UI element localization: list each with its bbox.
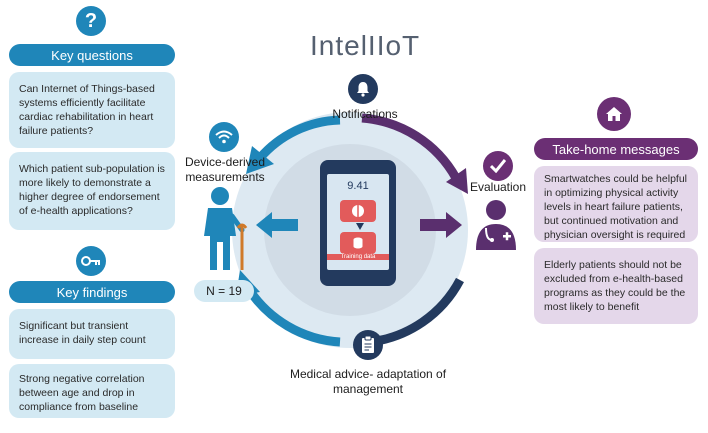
bell-icon [348, 74, 378, 104]
key-icon [76, 246, 106, 276]
notifications-label: Notifications [332, 107, 398, 121]
clipboard-icon [353, 330, 383, 360]
database-icon [340, 232, 376, 254]
phone-transfer-arrow [356, 223, 364, 230]
doctor-icon [476, 200, 516, 250]
take-home-header: Take-home messages [534, 138, 698, 160]
phone-value: 9.41 [347, 180, 369, 192]
checkmark-icon [483, 151, 513, 181]
take-home-message-1: Smartwatches could be helpful in optimiz… [534, 166, 698, 242]
key-question-2: Which patient sub-population is more lik… [9, 152, 175, 230]
key-question-1: Can Internet of Things-based systems eff… [9, 72, 175, 148]
key-findings-header: Key findings [9, 281, 175, 303]
arrow-right-icon [420, 212, 462, 238]
brain-icon [340, 200, 376, 222]
patient-icon [204, 187, 248, 270]
device-measurements-label: Device-derived measurements [184, 155, 266, 184]
key-questions-header: Key questions [9, 44, 175, 66]
key-finding-1: Significant but transient increase in da… [9, 309, 175, 359]
phone: 9.41 Training data [320, 160, 396, 286]
home-icon [597, 97, 631, 131]
phone-data-label: Training data [327, 254, 389, 260]
sample-size-badge: N = 19 [194, 280, 254, 302]
key-finding-2: Strong negative correlation between age … [9, 364, 175, 418]
medical-advice-label: Medical advice- adaptation of management [289, 367, 447, 396]
arrow-left-icon [256, 212, 298, 238]
wifi-icon [209, 122, 239, 152]
evaluation-label: Evaluation [469, 180, 527, 194]
brand-logo: IntelIIoT [310, 30, 421, 61]
question-icon: ? [76, 6, 106, 36]
take-home-message-2: Elderly patients should not be excluded … [534, 248, 698, 324]
